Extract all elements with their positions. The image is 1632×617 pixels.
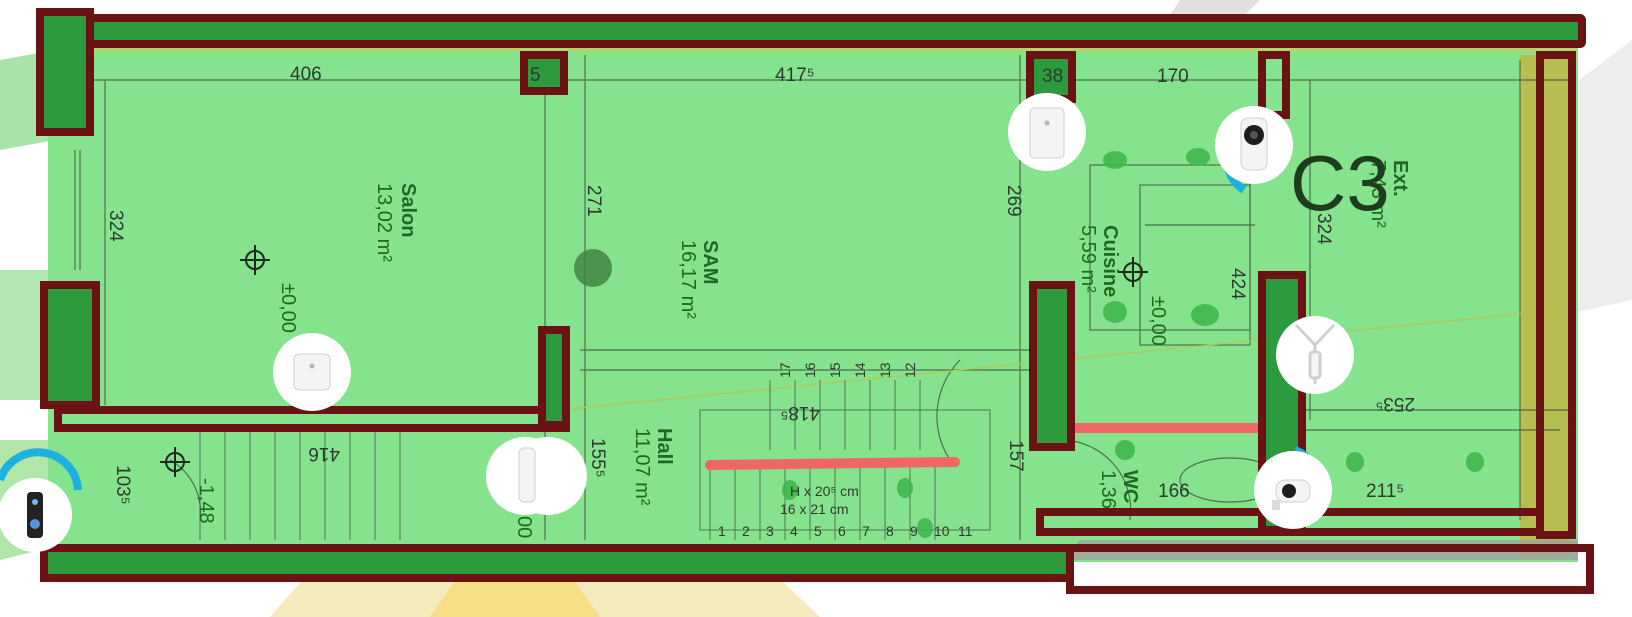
bullet-camera-icon xyxy=(1272,479,1311,510)
dim-ext-side: 324 xyxy=(1313,213,1334,245)
room-ext-area: 7,43 m² xyxy=(1367,160,1389,228)
room-hall-name: Hall xyxy=(653,428,675,465)
staircase xyxy=(199,380,991,540)
room-hall-level-2: 00 xyxy=(513,516,535,538)
room-sam-area: 16,17 m² xyxy=(677,240,699,319)
cable-hall xyxy=(705,457,960,470)
wall-bottom-right xyxy=(1066,544,1594,594)
room-salon-level: ±0,00 xyxy=(277,283,299,333)
dim-top-mid: 417⁵ xyxy=(775,65,815,86)
dome-camera-icon xyxy=(1240,117,1268,171)
room-wc-area: 1,36 xyxy=(1097,470,1119,509)
device-camera-ext[interactable] xyxy=(1254,451,1332,529)
stair-number: 4 xyxy=(790,523,798,539)
room-salon-area: 13,02 m² xyxy=(373,183,395,262)
stair-number: 15 xyxy=(827,362,843,378)
dim-hall-side: 155⁵ xyxy=(587,438,608,478)
column-marker xyxy=(574,249,612,287)
wall-sam-cuisine xyxy=(1029,281,1075,451)
room-ext-name: Ext. xyxy=(1389,160,1411,197)
stair-number: 1 xyxy=(718,523,726,539)
walls xyxy=(36,8,1594,594)
stair-number: 16 xyxy=(802,362,818,378)
center-marker-cuisine xyxy=(1118,257,1148,287)
dim-left-door: 103⁵ xyxy=(112,465,133,505)
stair-number: 17 xyxy=(777,362,793,378)
stair-number: 14 xyxy=(852,362,868,378)
device-mesh-ext[interactable] xyxy=(1276,316,1354,394)
device-doorbell[interactable] xyxy=(0,478,72,552)
device-ap-cuisine[interactable] xyxy=(1008,93,1086,171)
dim-wc-width: 166 xyxy=(1158,481,1190,502)
stair-number: 6 xyxy=(838,523,846,539)
dim-cuisine-side: 269 xyxy=(1003,185,1024,217)
stair-note-1: H x 20⁵ cm xyxy=(790,483,859,499)
dim-ext-width: 211⁵ xyxy=(1366,481,1404,502)
plants xyxy=(782,148,1484,538)
outdoor-mesh-antenna-icon xyxy=(1294,323,1336,384)
in-wall-access-point-icon xyxy=(1029,107,1065,159)
wall-top xyxy=(54,14,1586,48)
dim-cuisine-inner: 424 xyxy=(1227,268,1248,300)
stair-number: 5 xyxy=(814,523,822,539)
stair-note-2: 16 x 21 cm xyxy=(780,501,848,517)
room-cuisine-area: 5,59 m² xyxy=(1077,225,1099,293)
room-salon-name: Salon xyxy=(397,183,419,237)
dim-ext-bottom: 253⁵ xyxy=(1375,393,1415,414)
lite-access-point-icon xyxy=(518,447,536,503)
wall-salon-right xyxy=(538,326,570,429)
dimensions: 406 5 417⁵ 38 170 324 271 269 324 424 41… xyxy=(105,64,1415,505)
dim-salon-side: 324 xyxy=(105,210,126,242)
stair-number: 7 xyxy=(862,523,870,539)
room-sam-name: SAM xyxy=(699,240,721,284)
stair-number: 11 xyxy=(958,523,973,539)
center-markers xyxy=(160,245,1148,477)
dim-stairs-bottom: 416 xyxy=(308,443,340,464)
room-labels: Salon 13,02 m² ±0,00 SAM 16,17 m² Hall 1… xyxy=(195,139,1411,538)
wall-bottom xyxy=(40,544,1074,582)
room-cuisine-level: ±0,00 xyxy=(1147,296,1169,346)
dim-top-mid-right: 38 xyxy=(1042,66,1063,87)
wall-top-stub xyxy=(520,51,568,95)
stair-number: 2 xyxy=(742,523,750,539)
wall-right xyxy=(1536,51,1576,539)
device-ap-salon[interactable] xyxy=(273,333,351,411)
stair-number: 12 xyxy=(902,362,918,378)
wall-left-mid xyxy=(40,281,100,409)
device-ap-hall[interactable] xyxy=(486,437,587,515)
room-hall-area: 11,07 m² xyxy=(631,428,653,506)
stair-numbers-top: 17 16 15 14 13 12 xyxy=(777,362,918,378)
room-wc-name: WC xyxy=(1119,470,1141,503)
room-hall-level: -1,48 xyxy=(195,478,217,524)
stair-number: 9 xyxy=(910,523,918,539)
center-marker-hall xyxy=(160,447,190,477)
dim-wc-side: 157 xyxy=(1005,440,1026,472)
device-camera-cuisine[interactable] xyxy=(1215,106,1293,184)
dim-stairs-top: 418⁵ xyxy=(780,402,820,423)
dim-top-right: 170 xyxy=(1157,66,1189,87)
dim-sam-side: 271 xyxy=(583,185,604,217)
room-cuisine-name: Cuisine xyxy=(1099,225,1121,297)
doorbell-icon xyxy=(27,492,43,538)
center-marker-salon xyxy=(240,245,270,275)
coverage-edge-right xyxy=(1520,55,1572,555)
stair-number: 8 xyxy=(886,523,894,539)
dim-top-left: 406 xyxy=(290,64,322,85)
dim-top-small: 5 xyxy=(530,65,541,86)
wall-top-left-pillar xyxy=(36,8,94,136)
stair-number: 10 xyxy=(934,523,950,539)
zone-label: C3 xyxy=(1290,139,1390,227)
stair-number: 13 xyxy=(877,362,893,378)
stair-number: 3 xyxy=(766,523,774,539)
wall-access-point-icon xyxy=(293,353,331,391)
